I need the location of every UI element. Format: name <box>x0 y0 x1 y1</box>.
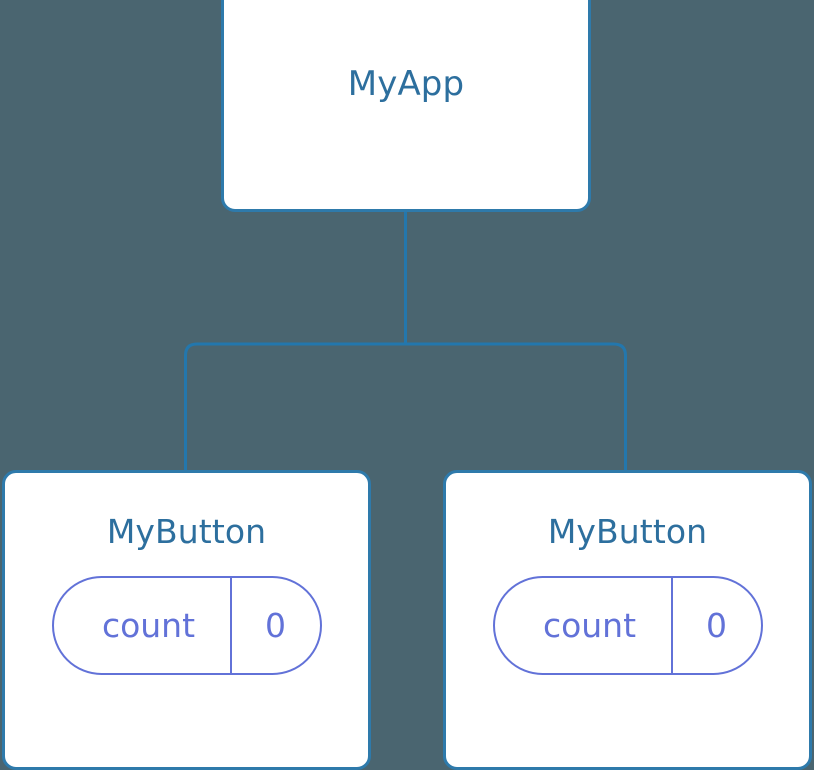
state-pill-value: 0 <box>229 578 320 673</box>
state-pill-key: count <box>542 606 637 645</box>
node-title: MyButton <box>547 512 708 551</box>
node-mybutton-0[interactable]: MyButton count 0 <box>2 470 371 770</box>
state-pill-value: 0 <box>670 578 761 673</box>
connector-branch-right <box>405 342 627 472</box>
state-pill[interactable]: count 0 <box>492 576 763 675</box>
node-title: MyApp <box>347 64 465 104</box>
state-pill[interactable]: count 0 <box>51 576 322 675</box>
connector-branch-left <box>184 342 406 472</box>
state-pill-key: count <box>101 606 196 645</box>
node-mybutton-1[interactable]: MyButton count 0 <box>443 470 812 770</box>
node-myapp[interactable]: MyApp <box>221 0 591 212</box>
node-title: MyButton <box>106 512 267 551</box>
